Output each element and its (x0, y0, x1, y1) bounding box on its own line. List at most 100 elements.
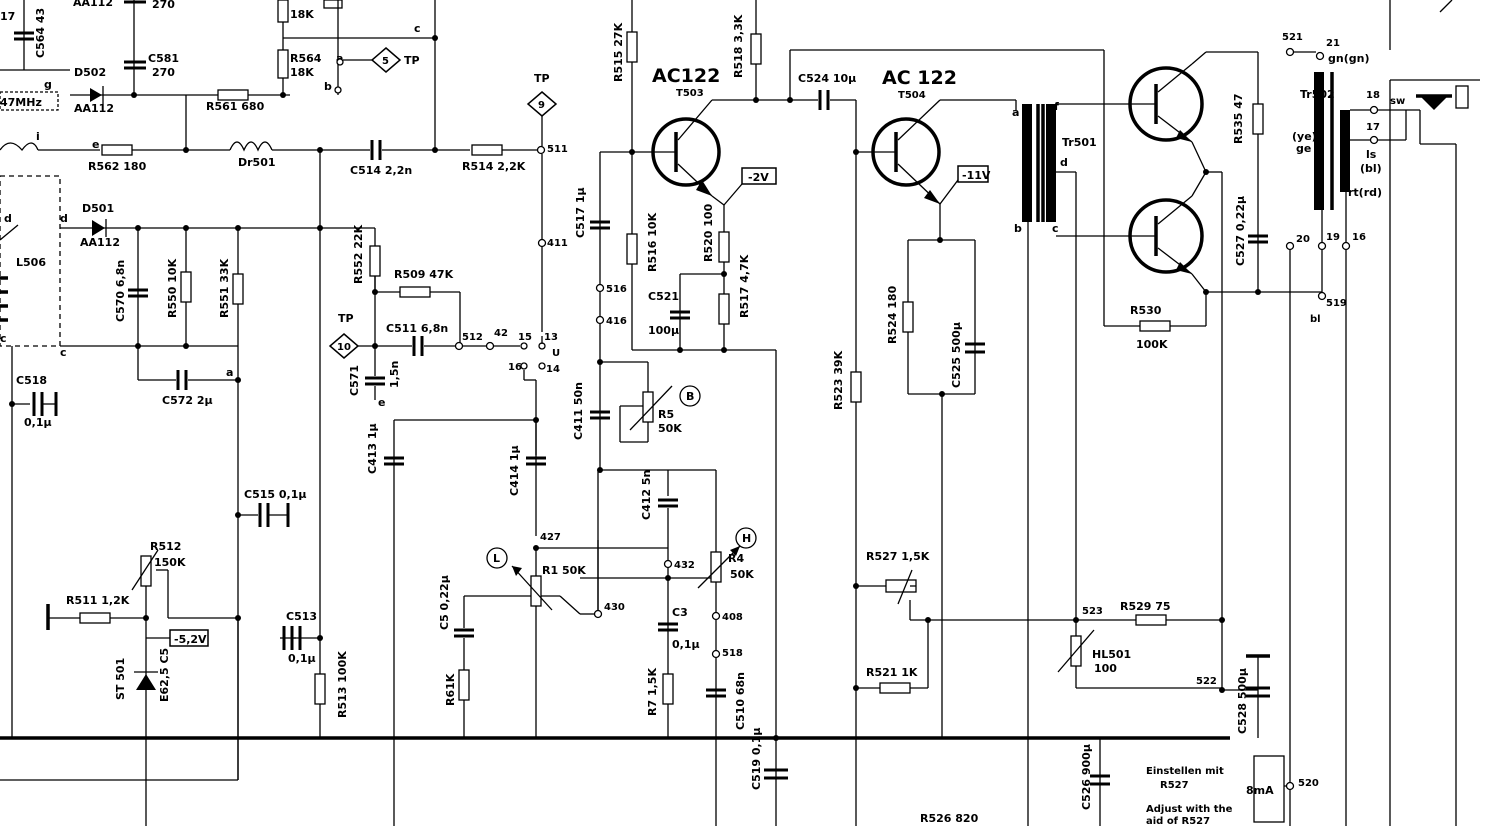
label-r5: R5 (658, 408, 674, 421)
label-d502-type: AA112 (74, 102, 114, 115)
resistor-r514 (471, 144, 503, 156)
label-c513-val: 0,1µ (288, 652, 316, 665)
label-wire-ye: (ye) (1292, 130, 1317, 143)
pin-430: 430 (604, 602, 625, 613)
label-node-l: L (493, 552, 500, 565)
label-t503-ref: T503 (676, 88, 704, 99)
label-wire-ge: ge (1296, 142, 1311, 155)
label-r518: R518 3,3K (732, 14, 745, 78)
label-c3-val: 0,1µ (672, 638, 700, 651)
label-r5-val: 50K (658, 422, 682, 435)
label-r7: R7 1,5K (646, 668, 659, 716)
label-tp9-tp: TP (534, 72, 550, 85)
label-mhz: 47MHz (0, 96, 42, 109)
pin-427: 427 (540, 532, 561, 543)
pin-15: 15 (518, 332, 532, 343)
label-node-b-circle: B (686, 390, 694, 403)
label-c519: C519 0,1µ (750, 728, 763, 790)
label-r521: R521 1K (866, 666, 918, 679)
pin-519: 519 (1326, 298, 1347, 309)
label-r1: R1 50K (542, 564, 586, 577)
label-aa112-top: AA112 (73, 0, 113, 9)
label-r526: R526 820 (920, 812, 979, 825)
pin-522: 522 (1196, 676, 1217, 687)
resistor-r520 (718, 231, 730, 263)
note-adjust: Adjust with the (1146, 804, 1233, 815)
label-wire-bl: (bl) (1360, 162, 1382, 175)
label-c521-val: 100µ (648, 324, 679, 337)
label-node-c-top: c (414, 22, 421, 35)
label-c3: C3 (672, 606, 688, 619)
label-node-d-mid: d (60, 212, 68, 225)
label-c570: C570 6,8n (114, 260, 127, 322)
label-node-e: e (92, 138, 99, 151)
pin-16b: 16 (1352, 232, 1366, 243)
label-r512-val: 150K (154, 556, 186, 569)
label-c411: C411 50n (572, 382, 585, 440)
resistor-r551 (232, 273, 244, 305)
label-c524: C524 10µ (798, 72, 856, 85)
resistor-r515 (626, 31, 638, 63)
resistor-r511 (79, 612, 111, 624)
label-c513: C513 (286, 610, 317, 623)
resistor-r513 (314, 673, 326, 705)
label-wire-rt: rt(rd) (1348, 186, 1382, 199)
label-d501-type: AA112 (80, 236, 120, 249)
pin-432: 432 (674, 560, 695, 571)
pin-13: 13 (544, 332, 558, 343)
label-node-u: U (552, 348, 560, 359)
label-r527: R527 1,5K (866, 550, 930, 563)
label-node-c-tr: c (1052, 222, 1059, 235)
label-t504-ref: T504 (898, 90, 926, 101)
label-c528: C528 500µ (1236, 668, 1249, 734)
label-r562: R562 180 (88, 160, 147, 173)
label-tp9: 9 (538, 100, 545, 111)
label-c572: C572 2µ (162, 394, 213, 407)
label-hl501-val: 100 (1094, 662, 1117, 675)
label-c521: C521 (648, 290, 679, 303)
label-d502: D502 (74, 66, 106, 79)
potentiometer-r1 (530, 575, 542, 607)
label-r551: R551 33K (218, 258, 231, 318)
label-r552: R552 22K (352, 224, 365, 284)
label-wire-sw: sw (1390, 96, 1405, 107)
label-c581: C581 (148, 52, 179, 65)
label-c518: C518 (16, 374, 47, 387)
label-r564: R564 (290, 52, 322, 65)
pin-521: 521 (1282, 32, 1303, 43)
label-r564-val: 18K (290, 66, 314, 79)
pin-19: 19 (1326, 232, 1340, 243)
label-r515: R515 27K (612, 22, 625, 82)
pin-416: 416 (606, 316, 627, 327)
label-tp10: 10 (337, 342, 351, 353)
label-c518-val: 0,1µ (24, 416, 52, 429)
pin-16: 16 (508, 362, 522, 373)
pin-512: 512 (462, 332, 483, 343)
resistor-r518 (750, 33, 762, 65)
resistor-r535 (1252, 103, 1264, 135)
label-r524: R524 180 (886, 285, 899, 344)
label-c514: C514 2,2n (350, 164, 412, 177)
pin-14: 14 (546, 364, 560, 375)
meter-box (1253, 755, 1285, 823)
label-zener-voltage: -5,2V (174, 633, 207, 646)
note-einstellen: Einstellen mit (1146, 766, 1224, 777)
resistor-r552 (369, 245, 381, 277)
label-c515: C515 0,1µ (244, 488, 306, 501)
label-wire-gn: gn(gn) (1328, 52, 1369, 65)
label-node-c-left: c (0, 332, 7, 345)
label-node-e2: e (378, 396, 385, 409)
label-tp5-tp: TP (404, 54, 420, 67)
label-r4: R4 (728, 552, 744, 565)
resistor-r564 (277, 49, 289, 79)
label-r509: R509 47K (394, 268, 454, 281)
label-node-b1: b (324, 80, 332, 93)
pin-17: 17 (1366, 122, 1380, 133)
label-r4-val: 50K (730, 568, 754, 581)
label-r513: R513 100K (336, 651, 349, 718)
pin-523: 523 (1082, 606, 1103, 617)
label-r561: R561 680 (206, 100, 265, 113)
label-node-b-tr: b (1014, 222, 1022, 235)
label-d501: D501 (82, 202, 114, 215)
